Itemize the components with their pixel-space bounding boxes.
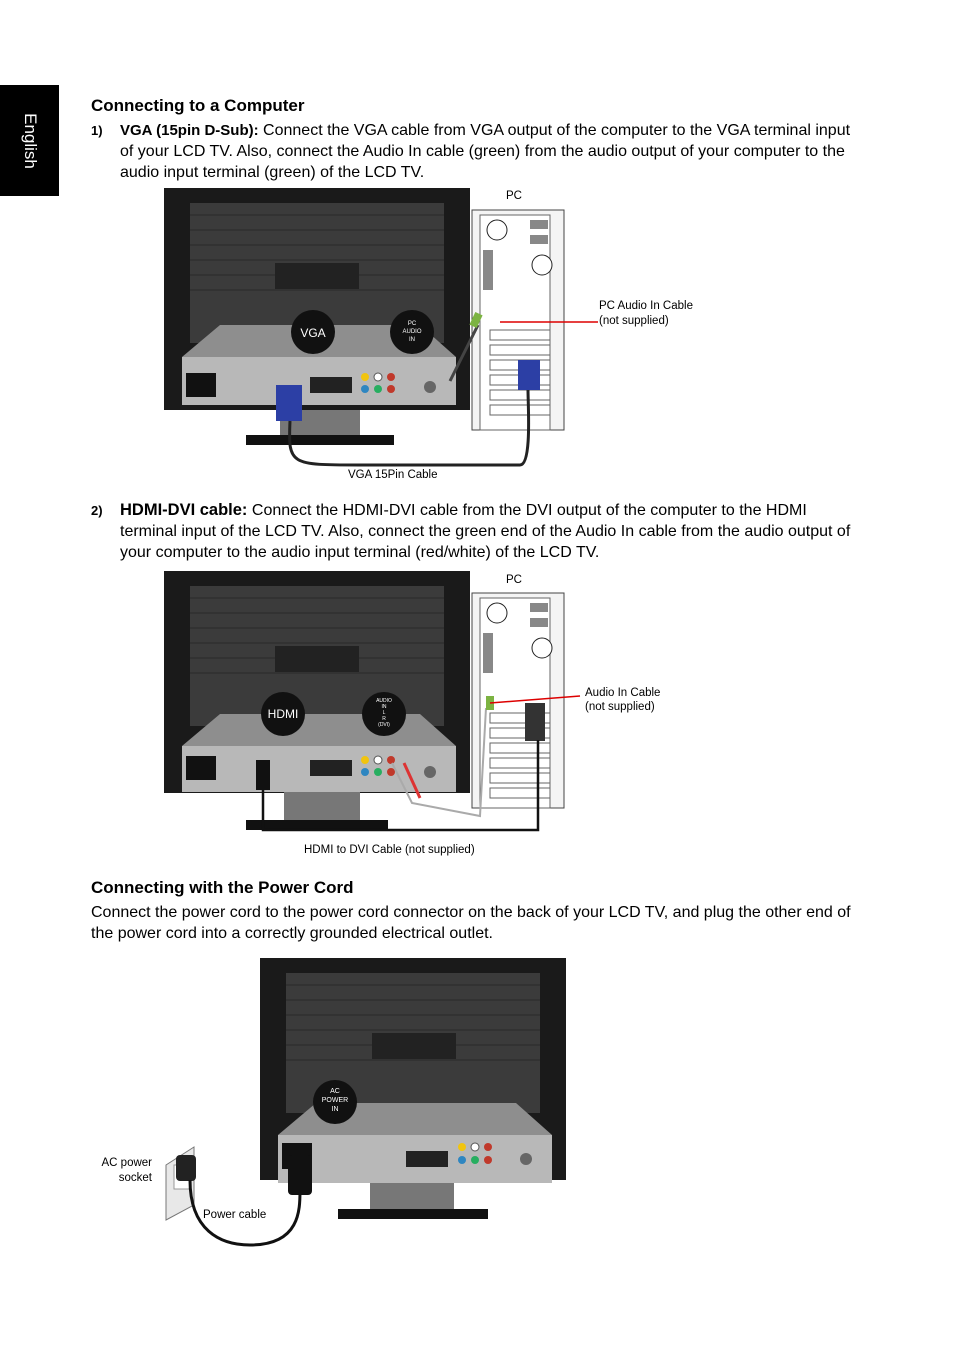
figure-hdmi-dvi-connection: HDMI AUDIO IN L R (DVI)	[164, 571, 581, 832]
section-heading-computer: Connecting to a Computer	[91, 96, 305, 115]
fig3-socket-line2: socket	[118, 1172, 152, 1184]
fig1-cable-label: VGA 15Pin Cable	[348, 469, 438, 481]
item-vga-title: VGA (15pin D-Sub):	[120, 122, 259, 139]
fig1-audio-port-line2: AUDIO	[402, 329, 421, 335]
fig2-audio-port-line2: IN	[382, 704, 387, 710]
item-vga-body: Connect the VGA cable from VGA output of…	[120, 122, 851, 181]
figure-vga-connection: VGA PC AUDIO IN	[164, 188, 598, 467]
language-label: English	[21, 113, 40, 169]
fig1-audio-cable-line2: (not supplied)	[599, 315, 669, 327]
item-hdmi-body: Connect the HDMI-DVI cable from the DVI …	[120, 502, 851, 561]
fig2-hdmi-port-label: HDMI	[268, 707, 299, 721]
fig1-audio-port-line1: PC	[408, 321, 417, 327]
fig1-audio-port-line3: IN	[409, 337, 415, 343]
item-number-1: 1)	[91, 123, 103, 138]
item-hdmi-text: HDMI-DVI cable: Connect the HDMI-DVI cab…	[120, 500, 860, 563]
fig2-audio-cable-line2: (not supplied)	[585, 701, 655, 713]
section-heading-power: Connecting with the Power Cord	[91, 878, 354, 897]
item-hdmi-title: HDMI-DVI cable:	[120, 501, 248, 519]
fig2-cable-label: HDMI to DVI Cable (not supplied)	[304, 844, 475, 856]
fig1-audio-cable-label: PC Audio In Cable (not supplied)	[599, 299, 693, 329]
fig3-port-line2: POWER	[322, 1097, 348, 1104]
fig2-audio-port-line5: (DVI)	[378, 722, 390, 728]
fig2-audio-cable-line1: Audio In Cable	[585, 687, 661, 699]
power-body-text: Connect the power cord to the power cord…	[91, 904, 851, 942]
fig3-cable-label: Power cable	[203, 1209, 267, 1221]
fig2-audio-port-line4: R	[382, 716, 386, 722]
fig2-audio-cable-label: Audio In Cable (not supplied)	[585, 686, 660, 714]
fig2-audio-port-line3: L	[383, 710, 386, 716]
fig3-socket-label: AC power socket	[80, 1156, 153, 1186]
fig1-audio-cable-line1: PC Audio In Cable	[599, 300, 693, 312]
item-number-2: 2)	[91, 503, 103, 518]
fig3-port-line1: AC	[330, 1088, 340, 1095]
language-tab: English	[0, 85, 59, 196]
fig2-audio-port-line1: AUDIO	[376, 698, 392, 704]
fig3-port-line3: IN	[332, 1106, 339, 1113]
fig2-pc-label: PC	[506, 574, 522, 586]
fig1-pc-label: PC	[506, 190, 522, 202]
figure-power-connection: AC POWER IN	[165, 958, 566, 1247]
item-vga-text: VGA (15pin D-Sub): Connect the VGA cable…	[120, 120, 860, 183]
fig3-socket-line1: AC power	[101, 1157, 153, 1169]
fig1-vga-port-label: VGA	[300, 326, 325, 340]
